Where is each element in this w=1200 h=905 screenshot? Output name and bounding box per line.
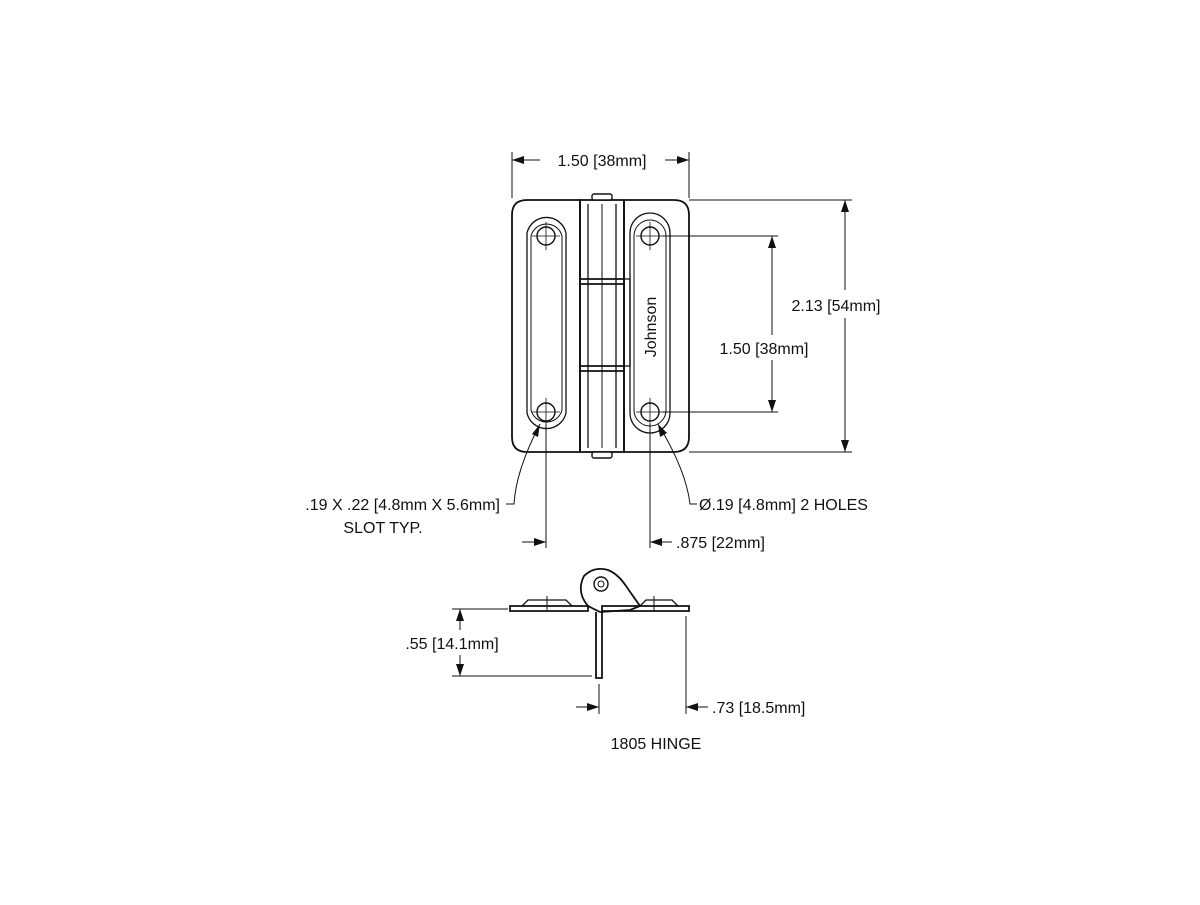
right-leaf-rib-inner [633, 219, 667, 427]
brand-mark: Johnson [643, 297, 660, 358]
left-leaf-rib [526, 216, 567, 430]
side-knuckle-tab [579, 567, 642, 613]
drawing-title: 1805 HINGE [611, 736, 702, 753]
hinge-top-view: Johnson [511, 193, 690, 459]
left-leaf-rib-inner [530, 223, 563, 423]
side-height-label: .55 [14.1mm] [405, 636, 498, 653]
dim-hole-callout: Ø.19 [4.8mm] 2 HOLES [657, 423, 868, 514]
hole-offset-label: .875 [22mm] [676, 535, 765, 552]
side-leaf-width-label: .73 [18.5mm] [712, 700, 805, 717]
side-pin-hole [593, 576, 609, 592]
dim-hole-spacing: 1.50 [38mm] [662, 235, 809, 413]
right-leaf-outline [623, 199, 690, 453]
slot-note-label: SLOT TYP. [343, 520, 422, 537]
overall-width-label: 1.50 [38mm] [558, 153, 647, 170]
dim-slot-callout: .19 X .22 [4.8mm X 5.6mm] SLOT TYP. [305, 423, 541, 537]
hinge-knuckle [579, 199, 631, 453]
dim-overall-height: 2.13 [54mm] [689, 199, 881, 453]
dim-overall-width: 1.50 [38mm] [511, 152, 690, 198]
pin-top-end [591, 193, 613, 201]
hole-centerlines [532, 222, 664, 426]
hole-size-label: Ø.19 [4.8mm] 2 HOLES [699, 497, 868, 514]
slot-size-label: .19 X .22 [4.8mm X 5.6mm] [305, 497, 500, 514]
right-leaf-rib [629, 212, 671, 434]
pin-bottom-end [591, 451, 613, 459]
overall-height-label: 2.13 [54mm] [792, 298, 881, 315]
side-left-leaf [509, 605, 589, 612]
side-right-leaf [601, 605, 690, 612]
dim-hole-offset: .875 [22mm] [522, 424, 765, 552]
hole-spacing-label: 1.50 [38mm] [720, 341, 809, 358]
hinge-side-view [509, 567, 690, 679]
dim-side-height: .55 [14.1mm] [405, 608, 592, 677]
side-vertical-leaf [595, 612, 603, 679]
dim-side-leaf-width: .73 [18.5mm] [576, 616, 805, 717]
